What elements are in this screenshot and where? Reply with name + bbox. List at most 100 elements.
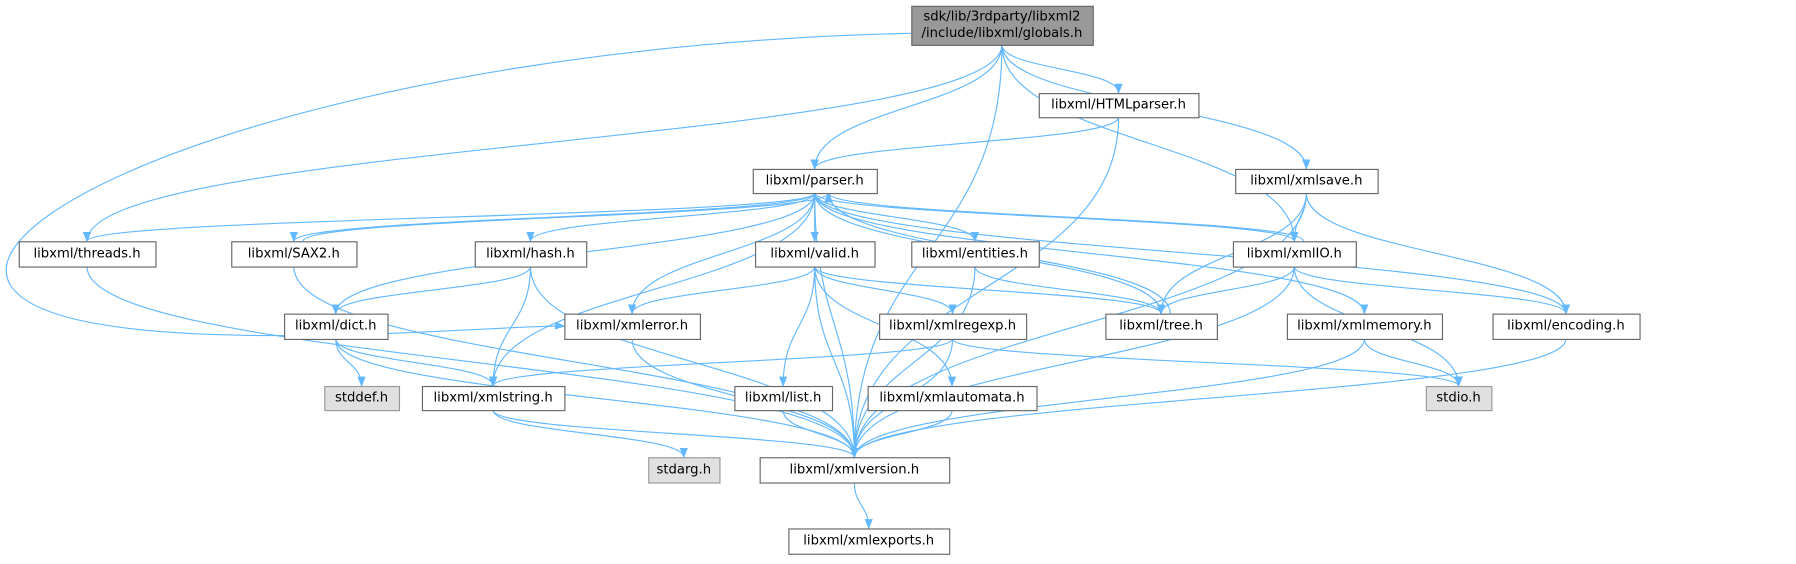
node-label: libxml/valid.h (770, 246, 859, 261)
node-label: libxml/HTMLparser.h (1051, 98, 1186, 113)
edge-hash-to-dict (331, 266, 531, 315)
edge-list-to-xmlversion (782, 409, 859, 459)
node-globals[interactable]: sdk/lib/3rdparty/libxml2/include/libxml/… (911, 5, 1094, 46)
edge-parser-to-entities (814, 192, 980, 243)
node-stdio[interactable]: stdio.h (1425, 385, 1493, 412)
edge-xmlstring-to-stdarg (492, 409, 688, 459)
node-box (1286, 313, 1444, 341)
node-box (1425, 385, 1493, 412)
node-box (867, 385, 1038, 412)
node-label: libxml/xmlIO.h (1247, 246, 1342, 261)
edge-SAX2-to-xmlversion (293, 266, 859, 459)
node-label: libxml/xmlmemory.h (1297, 319, 1432, 334)
node-tree[interactable]: libxml/tree.h (1105, 313, 1218, 341)
node-xmlautomata[interactable]: libxml/xmlautomata.h (867, 385, 1038, 412)
edge-parser-to-encoding (814, 192, 1570, 315)
node-xmlerror[interactable]: libxml/xmlerror.h (564, 313, 702, 341)
edge-dict-to-xmlversion (335, 338, 859, 459)
node-xmlstring[interactable]: libxml/xmlstring.h (421, 385, 566, 412)
edge-xmlIO-to-xmlversion (850, 266, 1295, 459)
edge-SAX2-to-parser (302, 191, 833, 242)
node-label: libxml/tree.h (1119, 319, 1203, 334)
node-hash[interactable]: libxml/hash.h (474, 241, 588, 268)
node-xmlregexp[interactable]: libxml/xmlregexp.h (879, 313, 1028, 341)
node-xmlmemory[interactable]: libxml/xmlmemory.h (1286, 313, 1444, 341)
edge-xmlmemory-to-stdio (1363, 338, 1463, 387)
edge-xmlmemory-to-xmlversion (850, 338, 1365, 459)
edge-dict-to-xmlstring (335, 338, 498, 387)
edge-xmlIO-to-parser (824, 191, 1305, 242)
node-box (1492, 313, 1641, 341)
edges-layer (5, 32, 1571, 530)
edge-globals-to-threads (82, 44, 1003, 243)
node-box (1105, 313, 1218, 341)
node-box (284, 313, 389, 341)
node-label: stdarg.h (656, 462, 711, 477)
node-xmlversion[interactable]: libxml/xmlversion.h (759, 457, 951, 484)
edge-entities-to-tree (974, 266, 1166, 315)
node-box (421, 385, 566, 412)
node-box (734, 385, 834, 412)
edge-parser-to-xmlerror (627, 192, 816, 315)
node-box (231, 241, 358, 268)
edge-parser-to-xmlversion (814, 192, 859, 459)
edge-xmlstring-to-xmlversion (492, 409, 859, 459)
node-label: libxml/SAX2.h (248, 246, 340, 261)
node-box (1038, 93, 1200, 119)
node-box (752, 168, 878, 195)
node-box (754, 241, 876, 268)
node-box (648, 457, 721, 484)
node-box (18, 241, 157, 268)
node-list[interactable]: libxml/list.h (734, 385, 834, 412)
edge-encoding-to-xmlversion (850, 338, 1567, 459)
node-box (911, 241, 1040, 268)
edge-xmlregexp-to-xmlstring (489, 338, 954, 387)
node-label: sdk/lib/3rdparty/libxml2 (923, 10, 1080, 25)
node-label: libxml/xmlsave.h (1250, 173, 1362, 188)
node-box (911, 5, 1094, 46)
edge-threads-to-xmlversion (86, 266, 859, 459)
node-SAX2[interactable]: libxml/SAX2.h (231, 241, 358, 268)
edge-parser-to-xmlIO (814, 192, 1299, 243)
node-label: /include/libxml/globals.h (922, 26, 1083, 41)
node-HTMLparser[interactable]: libxml/HTMLparser.h (1038, 93, 1200, 119)
node-box (759, 457, 951, 484)
node-encoding[interactable]: libxml/encoding.h (1492, 313, 1641, 341)
node-label: libxml/xmlautomata.h (879, 391, 1024, 406)
node-label: libxml/parser.h (766, 173, 864, 188)
node-box (324, 385, 401, 412)
node-xmlexports[interactable]: libxml/xmlexports.h (788, 528, 951, 555)
node-label: libxml/hash.h (486, 246, 575, 261)
edge-valid-to-tree (814, 266, 1166, 315)
edge-dict-to-stddef (335, 338, 366, 387)
edge-globals-to-HTMLparser (1001, 44, 1123, 95)
edge-xmlregexp-to-stdio (951, 338, 1463, 387)
node-valid[interactable]: libxml/valid.h (754, 241, 876, 268)
edge-valid-to-xmlversion (814, 266, 859, 459)
node-stdarg[interactable]: stdarg.h (648, 457, 721, 484)
node-parser[interactable]: libxml/parser.h (752, 168, 878, 195)
node-label: stdio.h (1436, 391, 1480, 406)
node-box (474, 241, 588, 268)
node-label: libxml/xmlexports.h (803, 534, 934, 549)
node-xmlsave[interactable]: libxml/xmlsave.h (1235, 168, 1379, 195)
edge-xmlautomata-to-xmlversion (850, 409, 953, 459)
edge-valid-to-xmlregexp (814, 266, 957, 315)
node-stddef[interactable]: stddef.h (324, 385, 401, 412)
edge-xmlIO-to-tree (1156, 266, 1295, 315)
node-label: libxml/list.h (745, 391, 821, 406)
edge-valid-to-list (779, 266, 816, 387)
node-entities[interactable]: libxml/entities.h (911, 241, 1040, 268)
edge-parser-to-xmlmemory (814, 192, 1369, 315)
edge-parser-to-threads (83, 192, 816, 243)
node-xmlIO[interactable]: libxml/xmlIO.h (1232, 241, 1357, 268)
node-threads[interactable]: libxml/threads.h (18, 241, 157, 268)
node-box (564, 313, 702, 341)
edge-hash-to-xmlstring (488, 266, 531, 387)
node-dict[interactable]: libxml/dict.h (284, 313, 389, 341)
node-label: libxml/xmlstring.h (433, 391, 552, 406)
edge-globals-to-parser (810, 44, 1003, 170)
edge-xmlIO-to-encoding (1293, 266, 1570, 315)
node-label: stddef.h (335, 391, 388, 406)
